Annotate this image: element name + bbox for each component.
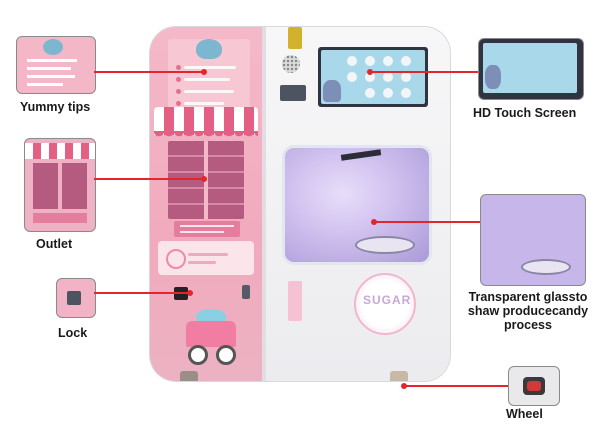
cart-wheel-icon (216, 345, 236, 365)
sun-icon (166, 249, 186, 269)
screen-mascot-icon (323, 80, 341, 102)
yummy-tips-panel (168, 39, 250, 115)
label-transparent-glass: Transparent glassto shaw producecandy pr… (467, 290, 589, 332)
pay-text-line (188, 261, 216, 264)
label-lock: Lock (58, 326, 88, 340)
thumbnail-lock (56, 278, 96, 318)
screen-option-icon[interactable] (383, 72, 393, 82)
tip-line (27, 75, 75, 78)
tip-line (27, 67, 71, 70)
screen-option-icon[interactable] (347, 72, 357, 82)
caster-wheel-right (390, 371, 408, 381)
side-sticker (288, 281, 302, 321)
screen-option-icon[interactable] (383, 88, 393, 98)
leader-dot-tips (201, 69, 207, 75)
screen-option-icon[interactable] (401, 72, 411, 82)
leader-line-outlet (94, 178, 204, 180)
cart-wheel-icon (188, 345, 208, 365)
leader-line-screen (370, 71, 478, 73)
vending-machine: SUGAR (150, 27, 450, 381)
leader-dot-outlet (201, 176, 207, 182)
outlet-sign (174, 221, 240, 237)
spinning-bowl (521, 259, 571, 275)
tip-bullet-icon (176, 77, 181, 82)
screen-option-icon[interactable] (365, 56, 375, 66)
mascot-icon (43, 39, 63, 55)
tip-bullet-icon (176, 65, 181, 70)
leader-dot-wheel (401, 383, 407, 389)
label-outlet: Outlet (36, 237, 73, 251)
awning (154, 107, 258, 135)
screen-option-icon[interactable] (401, 56, 411, 66)
touch-screen[interactable] (318, 47, 428, 107)
thumbnail-wheel (508, 366, 560, 406)
door-hinge (242, 285, 250, 299)
outlet-sign-line (180, 225, 234, 227)
candy-cart-illustration (186, 321, 236, 347)
outlet-sign (33, 213, 87, 223)
payment-panel (158, 241, 254, 275)
logo-text: SUGAR (363, 293, 412, 307)
wheel-hub-icon (527, 381, 541, 391)
pay-text-line (188, 253, 228, 256)
tip-line (184, 102, 224, 105)
screen-option-icon[interactable] (401, 88, 411, 98)
machine-door-seam (262, 27, 266, 381)
thumbnail-yummy-tips (16, 36, 96, 94)
leader-line-chamber (374, 221, 480, 223)
thumbnail-glass-chamber (480, 194, 586, 286)
leader-dot-chamber (371, 219, 377, 225)
label-wheel: Wheel (506, 407, 543, 421)
leader-dot-lock (187, 290, 193, 296)
leader-line-lock (94, 292, 190, 294)
leader-line-wheel (404, 385, 508, 387)
lock-icon (67, 291, 81, 305)
awning (25, 143, 95, 159)
thumbnail-outlet (24, 138, 96, 232)
tip-line (27, 83, 63, 86)
outlet-window (33, 163, 87, 209)
label-hd-touch-screen: HD Touch Screen (473, 106, 577, 120)
spinning-bowl (355, 236, 415, 254)
tip-bullet-icon (176, 89, 181, 94)
speaker-grille (282, 55, 300, 73)
screen-mascot-icon (485, 65, 501, 89)
ice-cream-bowl-icon (196, 309, 226, 323)
thumbnail-touch-screen (478, 38, 584, 100)
card-reader[interactable] (288, 27, 302, 49)
tip-line (184, 90, 234, 93)
awning-scallop (154, 131, 258, 139)
chamber-arm (340, 149, 382, 161)
tip-line (184, 78, 230, 81)
outlet-sign-line (180, 231, 224, 233)
mascot-icon (196, 39, 222, 59)
tip-bullet-icon (176, 101, 181, 106)
screen-option-icon[interactable] (365, 88, 375, 98)
screen-option-icon[interactable] (347, 56, 357, 66)
screen-option-icon[interactable] (383, 56, 393, 66)
receipt-printer (280, 85, 306, 101)
leader-line-tips (94, 71, 204, 73)
screen-option-icon[interactable] (365, 72, 375, 82)
glass-chamber (282, 145, 432, 265)
touch-screen-display[interactable] (321, 50, 425, 104)
tip-line (27, 59, 77, 62)
tip-line (184, 66, 236, 69)
caster-wheel-left (180, 371, 198, 381)
logo-badge (354, 273, 416, 335)
leader-dot-screen (367, 69, 373, 75)
label-yummy-tips: Yummy tips (20, 100, 91, 114)
